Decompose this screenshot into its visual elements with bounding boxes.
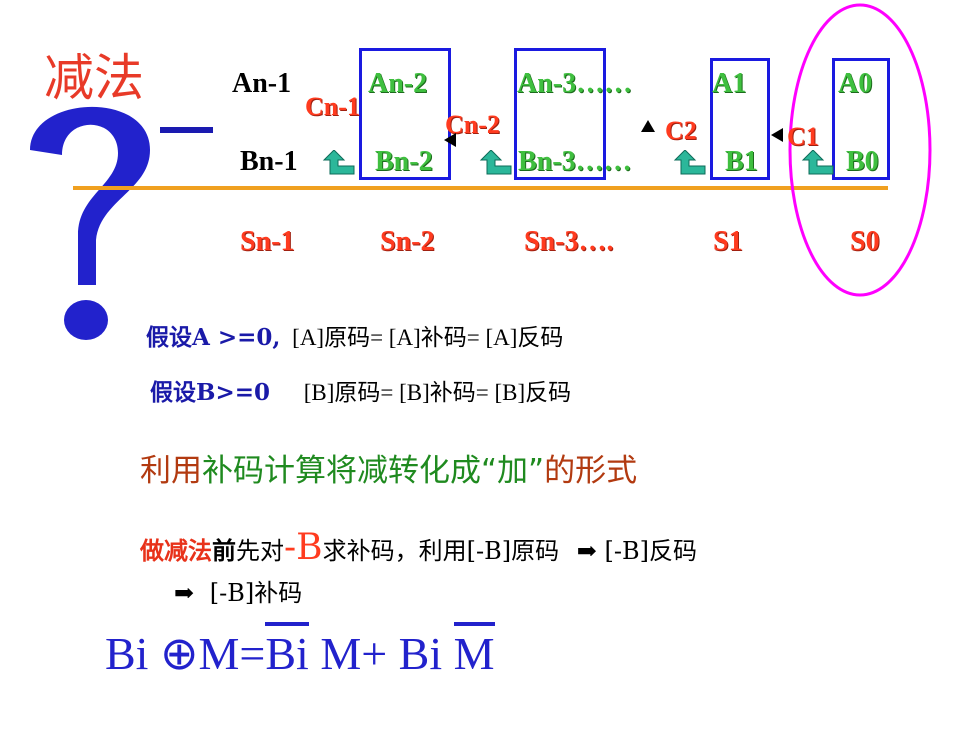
label-bn2: Bn-2 [375, 146, 433, 177]
borrow-arrow-icon [322, 150, 355, 175]
carry-arrow-icon [641, 120, 655, 132]
procedure-part-7: [-B]补码 [209, 579, 303, 607]
bit-box-1 [710, 58, 770, 180]
borrow-arrow-icon [673, 150, 706, 175]
sum-line [73, 186, 888, 190]
question-mark-icon [30, 106, 150, 340]
principle-part-2: 补码计算将减转化成“加” [202, 453, 545, 489]
borrow-arrow-icon [479, 150, 512, 175]
label-bn1: Bn-1 [240, 146, 298, 177]
bit-box-0 [832, 58, 890, 180]
carry-cn1: Cn-1 [305, 92, 360, 121]
formula-mid: M+ Bi [308, 628, 454, 679]
sum-sn3: Sn-3…. [524, 226, 614, 257]
highlight-ellipse [788, 3, 932, 297]
procedure-part-6: [-B]反码 [604, 537, 697, 565]
label-b0: B0 [846, 146, 879, 177]
sum-s1: S1 [713, 226, 743, 257]
minus-sign [160, 127, 213, 133]
borrow-arrow-icon [801, 150, 834, 175]
formula-bar-bi: Bi [265, 622, 309, 679]
right-arrow-icon: ➡ [576, 537, 597, 565]
assumption-a-text: [A]原码= [A]补码= [A]反码 [292, 325, 564, 350]
principle-part-3: 的形式 [544, 453, 638, 489]
assumption-a: 假设A >=0, [A]原码= [A]补码= [A]反码 [146, 318, 563, 352]
label-b1: B1 [725, 146, 758, 177]
assumption-b-text: [B]原码= [B]补码= [B]反码 [303, 380, 572, 405]
principle-line: 利用补码计算将减转化成“加”的形式 [140, 445, 637, 490]
label-an3: An-3…… [517, 68, 633, 99]
procedure-line-2: ➡ [-B]补码 [174, 573, 302, 608]
slide-title: 减法 [44, 49, 144, 107]
label-an2: An-2 [368, 68, 428, 99]
formula: Bi ⊕M=Bi M+ Bi M [105, 622, 495, 680]
formula-left: Bi ⊕M= [105, 628, 266, 679]
procedure-line: 做减法前先对-B求补码，利用[-B]原码 ➡ [-B]反码 [140, 527, 697, 568]
label-an1: An-1 [232, 68, 292, 99]
bit-box-n2 [359, 48, 451, 180]
carry-c1: C1 [787, 122, 819, 151]
assumption-b: 假设B>=0 [B]原码= [B]补码= [B]反码 [150, 373, 571, 407]
carry-c2: C2 [665, 116, 697, 145]
sum-sn1: Sn-1 [240, 226, 295, 257]
carry-arrow-icon [444, 133, 456, 147]
label-a1: A1 [712, 68, 747, 99]
procedure-part-3: 先对 [236, 537, 284, 565]
procedure-part-2: 前 [212, 536, 236, 565]
label-a0: A0 [838, 68, 873, 99]
procedure-neg-b: -B [284, 527, 323, 568]
principle-part-1: 利用 [140, 453, 202, 489]
formula-bar-m: M [453, 622, 495, 679]
procedure-part-1: 做减法 [140, 536, 212, 565]
assumption-b-prefix: 假设B>=0 [150, 379, 270, 406]
bit-box-n3 [514, 48, 606, 180]
label-bn3: Bn-3…… [518, 146, 632, 177]
sum-s0: S0 [850, 226, 880, 257]
right-arrow-icon: ➡ [174, 579, 195, 607]
assumption-a-prefix: 假设A >=0, [146, 324, 281, 351]
procedure-part-5: 求补码，利用[-B]原码 [322, 537, 560, 565]
carry-arrow-icon [771, 128, 783, 142]
sum-sn2: Sn-2 [380, 226, 435, 257]
